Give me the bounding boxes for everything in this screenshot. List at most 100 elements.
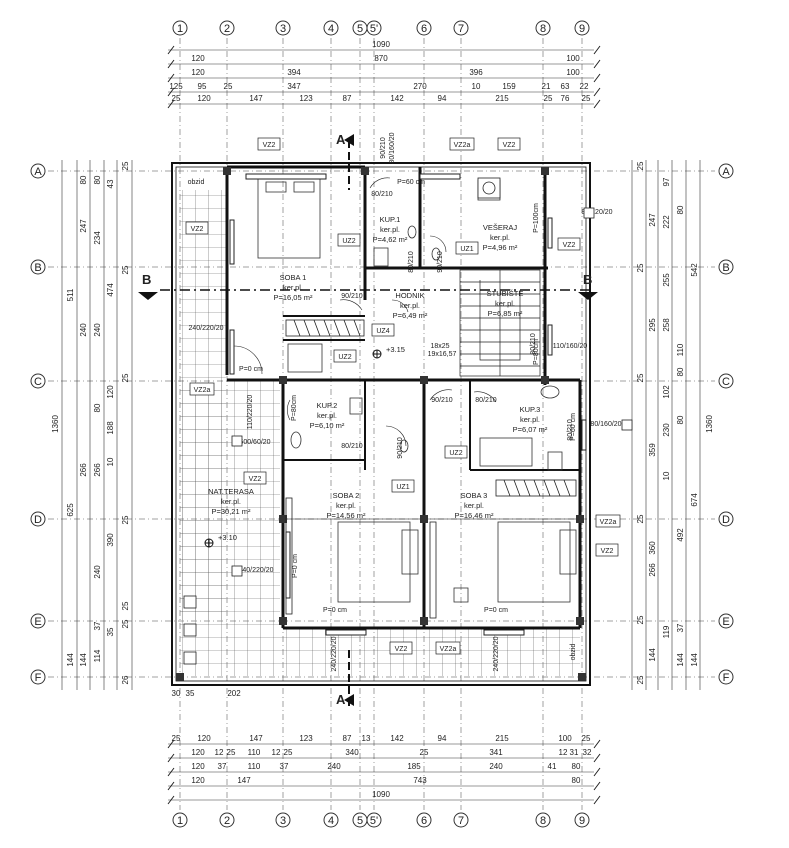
- svg-text:SOBA 2: SOBA 2: [333, 491, 360, 500]
- svg-text:+3.15: +3.15: [386, 345, 405, 354]
- grid-bubble: F: [30, 669, 46, 685]
- svg-text:P=6,10 m²: P=6,10 m²: [310, 421, 345, 430]
- svg-text:ker.pl.: ker.pl.: [495, 299, 515, 308]
- terrace-drains: [183, 207, 633, 665]
- terrace-tiles: [280, 628, 580, 676]
- svg-text:SOBA 3: SOBA 3: [461, 491, 488, 500]
- svg-text:1360: 1360: [705, 415, 714, 433]
- svg-text:7: 7: [458, 815, 464, 827]
- tag-box: VZ2: [595, 543, 619, 557]
- svg-text:542: 542: [690, 263, 699, 277]
- svg-text:A: A: [336, 692, 346, 707]
- svg-text:37: 37: [280, 762, 289, 771]
- svg-text:295: 295: [648, 318, 657, 332]
- svg-text:341: 341: [489, 748, 503, 757]
- svg-text:P=30,21 m²: P=30,21 m²: [212, 507, 251, 516]
- dimension-lines: [61, 49, 701, 801]
- svg-text:240: 240: [489, 762, 503, 771]
- grid-bubble: F: [718, 669, 734, 685]
- svg-text:25: 25: [227, 748, 236, 757]
- svg-text:94: 94: [438, 734, 447, 743]
- svg-text:674: 674: [690, 493, 699, 507]
- svg-text:25: 25: [420, 748, 429, 757]
- grid-bubble: 5': [366, 20, 382, 36]
- svg-text:26: 26: [121, 675, 130, 684]
- svg-text:240: 240: [327, 762, 341, 771]
- grid-bubble: 5: [352, 20, 368, 36]
- svg-text:25: 25: [636, 373, 645, 382]
- svg-text:266: 266: [93, 463, 102, 477]
- svg-text:80/210: 80/210: [530, 333, 537, 355]
- svg-text:1: 1: [177, 23, 183, 35]
- svg-text:C: C: [34, 376, 42, 388]
- equipment-tags: VZ2 VZ2a VZ2 VZ2 UZ2 UZ1 VZ2 UZ4 UZ2 VZ2…: [185, 137, 621, 661]
- grid-bubble: D: [718, 511, 734, 527]
- svg-text:144: 144: [79, 653, 88, 667]
- grid-row-bubbles-right: A B C D E F: [718, 163, 734, 685]
- svg-text:25: 25: [544, 94, 553, 103]
- svg-text:80: 80: [676, 367, 685, 376]
- svg-text:UZ2: UZ2: [338, 354, 351, 361]
- svg-text:120: 120: [191, 748, 205, 757]
- svg-text:94: 94: [438, 94, 447, 103]
- svg-text:119: 119: [662, 625, 671, 638]
- grid-bubble: B: [718, 259, 734, 275]
- windows: [229, 173, 587, 636]
- svg-text:188: 188: [106, 421, 115, 435]
- svg-text:25: 25: [636, 675, 645, 684]
- svg-text:31: 31: [570, 748, 579, 757]
- grid-bubble: 5': [366, 812, 382, 828]
- svg-text:25: 25: [636, 615, 645, 624]
- grid-bubble: 5: [352, 812, 368, 828]
- svg-text:147: 147: [249, 734, 263, 743]
- grid-bubble: D: [30, 511, 46, 527]
- grid-bubble: 1: [172, 20, 188, 36]
- grid-bubble: A: [718, 163, 734, 179]
- svg-text:9: 9: [579, 815, 585, 827]
- svg-text:ker.pl.: ker.pl.: [221, 497, 241, 506]
- svg-text:ker.pl.: ker.pl.: [380, 225, 400, 234]
- dimension-ticks: [167, 45, 601, 805]
- tag-box: VZ2a: [435, 641, 461, 655]
- svg-text:255: 255: [662, 273, 671, 287]
- svg-text:8: 8: [540, 815, 546, 827]
- tag-box: VZ2: [557, 237, 581, 251]
- dims-left: 1360 511 625 144 80 247 240 266 144 80 2…: [51, 161, 130, 684]
- svg-text:147: 147: [249, 94, 263, 103]
- grid-bubble: 9: [574, 812, 590, 828]
- svg-text:12: 12: [559, 748, 568, 757]
- svg-text:D: D: [722, 514, 730, 526]
- svg-text:P=100cm: P=100cm: [533, 203, 540, 233]
- svg-text:7: 7: [458, 23, 464, 35]
- svg-text:25: 25: [636, 263, 645, 272]
- svg-text:100: 100: [566, 54, 580, 63]
- svg-text:P=0 cm: P=0 cm: [323, 607, 347, 614]
- svg-text:C: C: [722, 376, 730, 388]
- svg-text:10: 10: [106, 457, 115, 466]
- svg-text:25: 25: [121, 619, 130, 628]
- svg-text:1090: 1090: [372, 40, 390, 49]
- svg-text:95: 95: [198, 82, 207, 91]
- svg-text:VZ2: VZ2: [395, 646, 408, 653]
- svg-text:266: 266: [79, 463, 88, 477]
- svg-text:HODNIK: HODNIK: [395, 291, 424, 300]
- svg-text:P=80cm: P=80cm: [291, 395, 298, 421]
- svg-text:25: 25: [121, 515, 130, 524]
- svg-text:5': 5': [370, 23, 378, 35]
- svg-text:743: 743: [413, 776, 427, 785]
- svg-text:P=80cm: P=80cm: [533, 339, 540, 365]
- svg-text:ker.pl.: ker.pl.: [336, 501, 356, 510]
- tag-box: UZ1: [455, 241, 479, 255]
- svg-text:ker.pl.: ker.pl.: [317, 411, 337, 420]
- svg-text:394: 394: [287, 68, 301, 77]
- svg-text:obzid: obzid: [570, 644, 577, 661]
- grid-bubble: C: [30, 373, 46, 389]
- svg-text:234: 234: [93, 231, 102, 245]
- svg-text:P=6,07 m²: P=6,07 m²: [513, 425, 548, 434]
- level-markers: +3.15 +3.10: [204, 345, 405, 548]
- tag-box: UZ2: [333, 349, 357, 363]
- tag-box: VZ2: [389, 641, 413, 655]
- svg-text:215: 215: [495, 734, 509, 743]
- grid-bubble: A: [30, 163, 46, 179]
